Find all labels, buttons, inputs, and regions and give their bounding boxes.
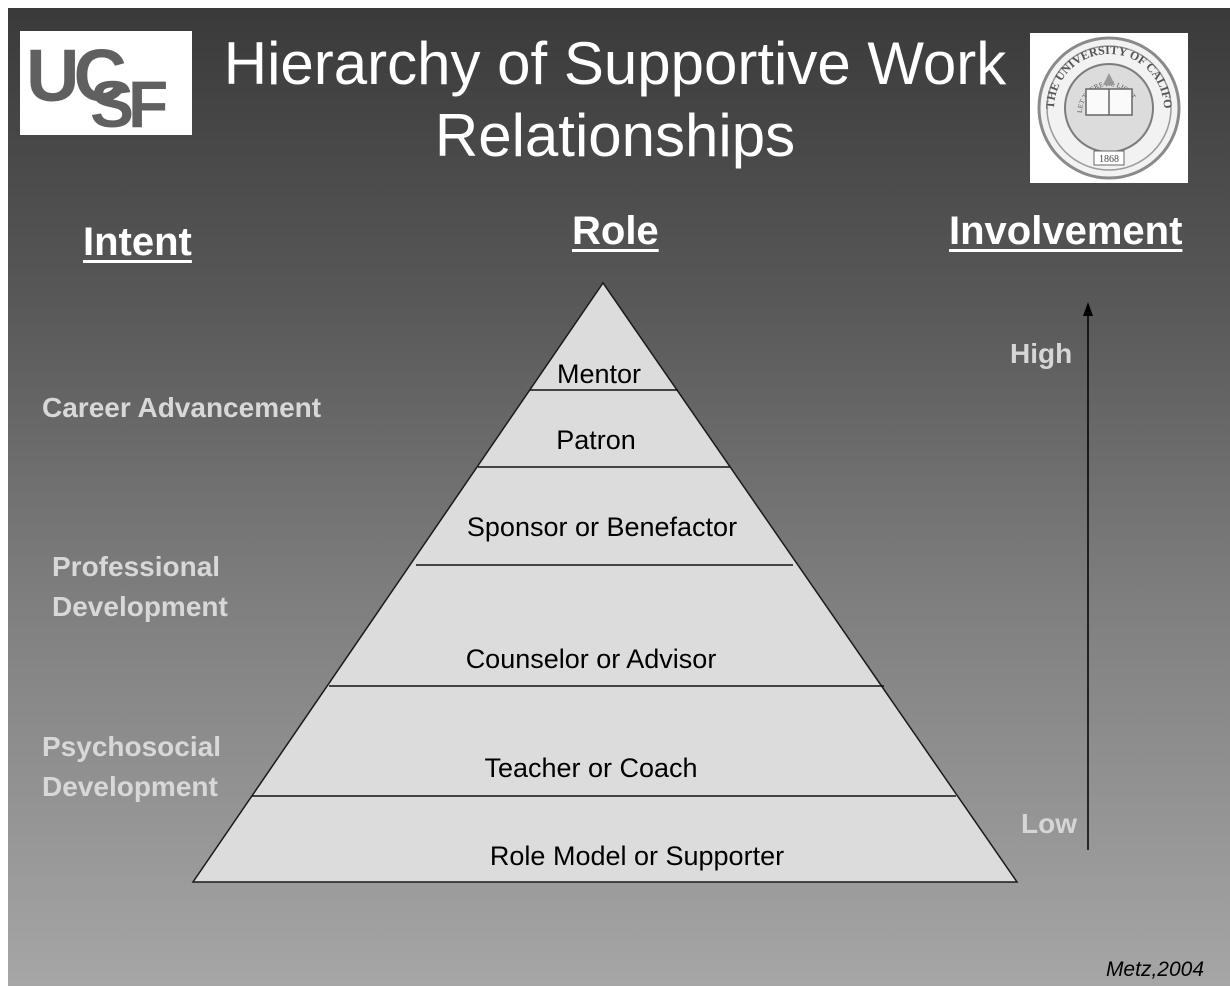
role-mentor: Mentor — [556, 359, 642, 389]
involvement-header: Involvement — [949, 209, 1183, 253]
intent-header: Intent — [83, 220, 192, 264]
intent-psychosocial-development: Psychosocial Development — [42, 731, 221, 802]
pyramid-shape — [191, 281, 1019, 883]
slide-title: Hierarchy of Supportive Work Relationshi… — [223, 30, 1007, 169]
role-sponsor-benefactor: Sponsor or Benefactor — [466, 512, 738, 542]
logo-text-sf: SF — [90, 67, 168, 141]
role-header: Role — [572, 209, 659, 253]
role-teacher-coach: Teacher or Coach — [484, 753, 698, 783]
ucsf-logo: UC SF — [20, 31, 192, 141]
role-patron: Patron — [556, 425, 636, 455]
logo-text-uc: UC — [26, 34, 127, 117]
involvement-low-label: Low — [1021, 808, 1077, 839]
intent-career-advancement: Career Advancement — [42, 392, 322, 423]
seal-year: 1868 — [1099, 154, 1119, 165]
citation-credit: Metz,2004 — [1105, 958, 1204, 981]
involvement-high-label: High — [1010, 338, 1073, 369]
university-seal: THE UNIVERSITY OF CALIFORNIA LET THERE B… — [1026, 22, 1188, 183]
role-model-supporter: Role Model or Supporter — [489, 841, 785, 871]
role-counselor-advisor: Counselor or Advisor — [465, 644, 717, 674]
intent-professional-development: Professional Development — [52, 551, 228, 622]
seal-graphic: THE UNIVERSITY OF CALIFORNIA LET THERE B… — [1026, 22, 1181, 180]
involvement-arrow-head — [1083, 302, 1093, 316]
